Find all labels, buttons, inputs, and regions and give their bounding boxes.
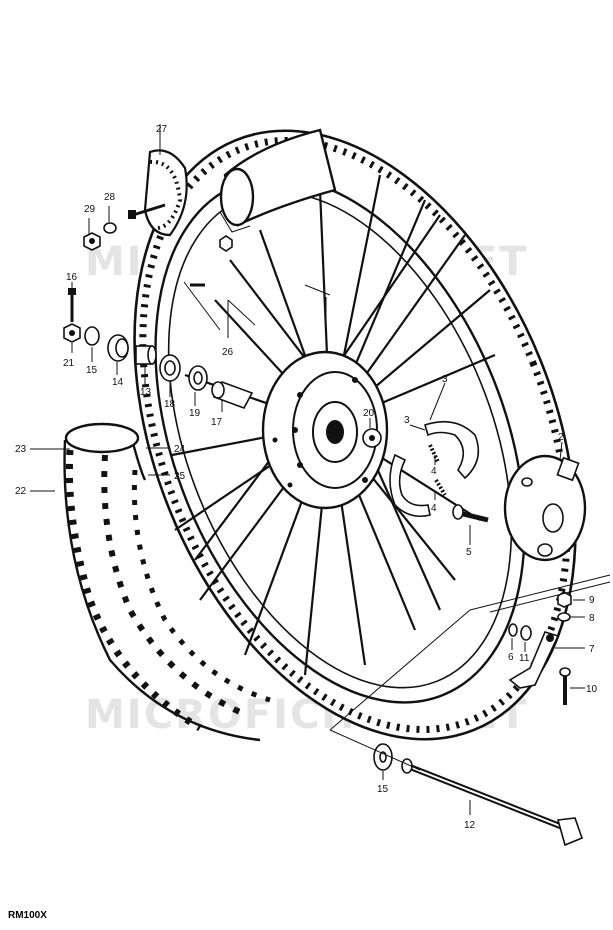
tube-section	[219, 128, 337, 233]
label-8: 8	[589, 613, 595, 624]
label-27: 27	[156, 124, 168, 135]
label-24: 24	[174, 444, 186, 455]
label-10: 10	[586, 684, 598, 695]
part-7-brake-arm	[508, 631, 560, 689]
label-26: 26	[222, 347, 234, 358]
part-20-bolt	[362, 428, 382, 448]
label-4b: 4	[431, 503, 437, 514]
label-13: 13	[140, 387, 152, 398]
part-29-nut	[83, 232, 101, 251]
label-3: 3	[442, 374, 448, 385]
tyre-tread	[139, 137, 571, 733]
part-4-springs	[428, 444, 447, 497]
label-15-left: 15	[86, 365, 98, 376]
part-9-nut	[557, 591, 572, 608]
part-12-axle	[401, 758, 584, 847]
part-27-plate	[143, 149, 188, 237]
label-20: 20	[363, 408, 375, 419]
label-15-axle: 15	[377, 784, 389, 795]
part-2-brake-panel	[503, 454, 587, 562]
label-6: 6	[508, 652, 514, 663]
label-28: 28	[104, 192, 116, 203]
label-29: 29	[84, 204, 96, 215]
label-4a: 4	[431, 466, 437, 477]
label-16: 16	[66, 272, 78, 283]
label-12: 12	[464, 820, 476, 831]
label-9: 9	[589, 595, 595, 606]
leader-lines	[30, 124, 611, 815]
part-11-washer	[520, 625, 532, 641]
label-2: 2	[558, 432, 564, 443]
part-21-nut	[63, 323, 81, 343]
part-18-bearing	[159, 354, 181, 382]
label-7: 7	[589, 644, 595, 655]
part-10-bolt	[559, 667, 571, 705]
label-25: 25	[174, 471, 186, 482]
label-11: 11	[519, 653, 530, 664]
part-28-washer	[103, 222, 117, 234]
part-6-washer	[508, 623, 518, 637]
part-16-bolt	[68, 288, 76, 322]
wheel-assembly	[63, 128, 577, 742]
part-14-seal	[107, 334, 129, 362]
label-21: 21	[63, 358, 75, 369]
part-3-brake-shoes	[389, 420, 480, 518]
part-28-bolt	[128, 203, 166, 219]
part-15-washer-left	[84, 326, 100, 346]
part-17-spacer	[211, 381, 254, 409]
label-14: 14	[112, 377, 124, 388]
part-13-spacer	[135, 345, 157, 365]
label-5: 5	[466, 547, 472, 558]
label-19: 19	[189, 408, 201, 419]
label-17: 17	[211, 417, 223, 428]
part-26-bolts	[190, 235, 233, 287]
label-3b: 3	[404, 415, 410, 426]
part-8-washer	[557, 612, 571, 622]
label-23: 23	[15, 444, 27, 455]
part-15-washer-axle	[373, 743, 393, 771]
part-19-bearing	[188, 365, 208, 391]
part-5-brake-cam	[452, 504, 489, 523]
tyre-section	[63, 422, 271, 742]
label-22: 22	[15, 486, 27, 497]
wheel-hub	[261, 350, 389, 510]
diagram-code: RM100X	[8, 910, 47, 921]
label-18: 18	[164, 399, 176, 410]
